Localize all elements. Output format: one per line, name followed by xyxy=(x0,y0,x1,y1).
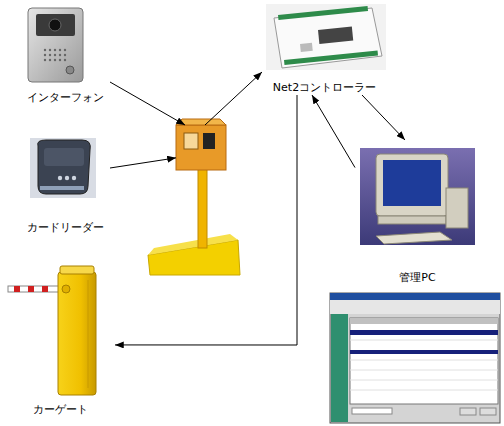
controller-image xyxy=(266,4,386,70)
connector-arrow xyxy=(110,158,176,168)
controller-node: Net2コントローラー xyxy=(262,3,387,95)
car-gate-image xyxy=(8,266,96,395)
connector-arrow xyxy=(312,95,355,168)
connector-arrow xyxy=(362,95,405,140)
terminal-node xyxy=(176,125,226,170)
card-reader-node: カードリーダー xyxy=(20,135,110,235)
card-reader-image xyxy=(30,138,96,198)
caption-label: インターフォン xyxy=(10,91,120,105)
car-gate-node: カーゲート xyxy=(5,262,115,417)
caption-label: カーゲート xyxy=(0,403,125,417)
connector-arrow xyxy=(110,82,185,125)
intercom-image xyxy=(28,8,83,82)
intercom-node: インターフォン xyxy=(20,5,110,105)
connector-arrow xyxy=(205,72,262,125)
pole-terminal-image xyxy=(148,119,240,275)
connector-arrow xyxy=(115,95,297,345)
pc-image xyxy=(360,148,475,245)
caption-label: カードリーダー xyxy=(10,221,120,235)
software-screenshot xyxy=(330,293,500,423)
caption-label: Net2コントローラー xyxy=(252,81,397,95)
caption-label: 管理PC xyxy=(345,271,490,285)
pc-node: 管理PC xyxy=(355,140,480,285)
